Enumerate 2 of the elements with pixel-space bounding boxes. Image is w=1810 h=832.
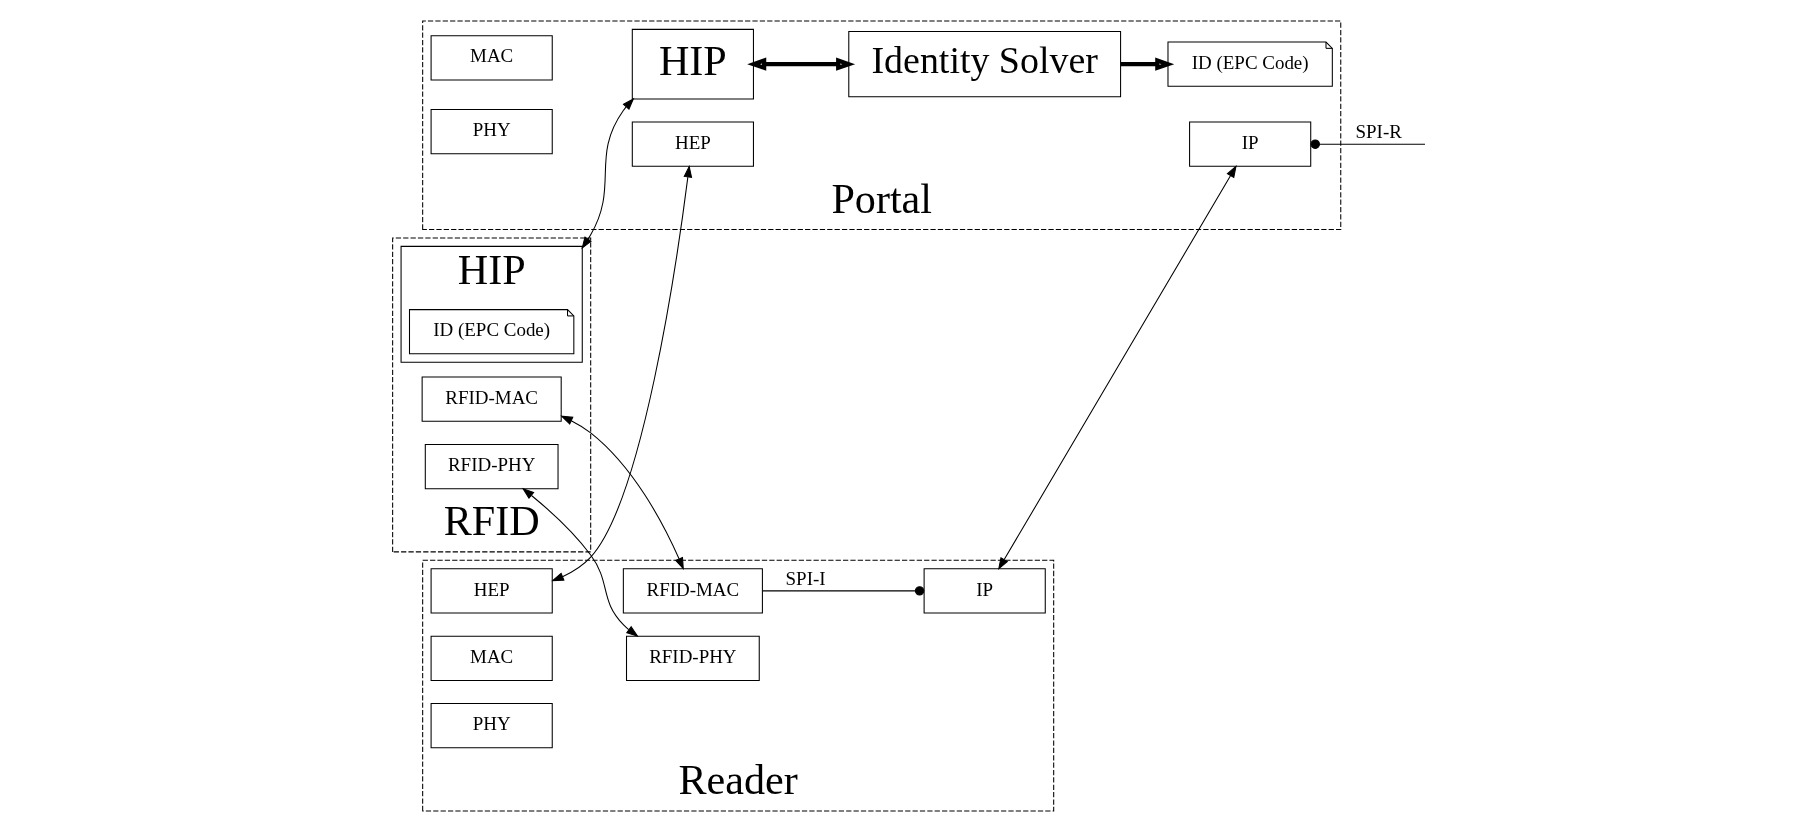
edge-label: SPI-R	[1355, 121, 1402, 143]
edge-label: SPI-I	[785, 567, 826, 589]
